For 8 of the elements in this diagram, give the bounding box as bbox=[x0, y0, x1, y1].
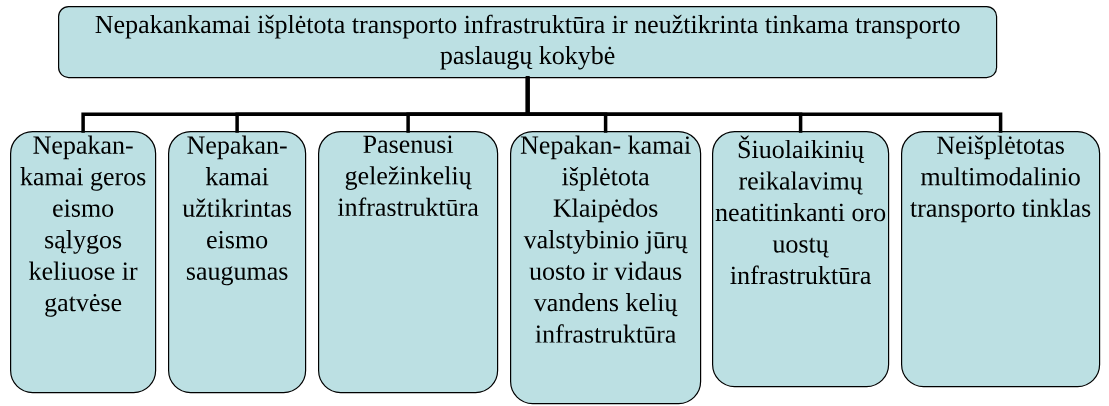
cause-box: Nepakan- kamai užtikrintas eismo saugumas bbox=[168, 131, 307, 394]
cause-box: Neišplėtotas multimodalinio transporto tinklas bbox=[901, 131, 1101, 388]
cause-box: Pasenusi geležinkelių infrastruktūra bbox=[318, 131, 499, 394]
connector-line bbox=[525, 76, 1003, 133]
heading-box: Nepakankamai išplėtota transporto infrastruktūra ir neužtikrinta tinkama transporto paslaugų kokybė bbox=[58, 6, 998, 79]
cause-box: Nepakan- kamai išplėtota Klaipėdos valstybinio jūrų uosto ir vidaus vandens kelių infrastruktūra bbox=[510, 131, 702, 405]
cause-box: Šiuolaikinių reikalavimų neatitinkanti oro uostų infrastruktūra bbox=[712, 131, 890, 388]
cause-box: Nepakan- kamai geros eismo sąlygos keliuose ir gatvėse bbox=[10, 131, 157, 394]
